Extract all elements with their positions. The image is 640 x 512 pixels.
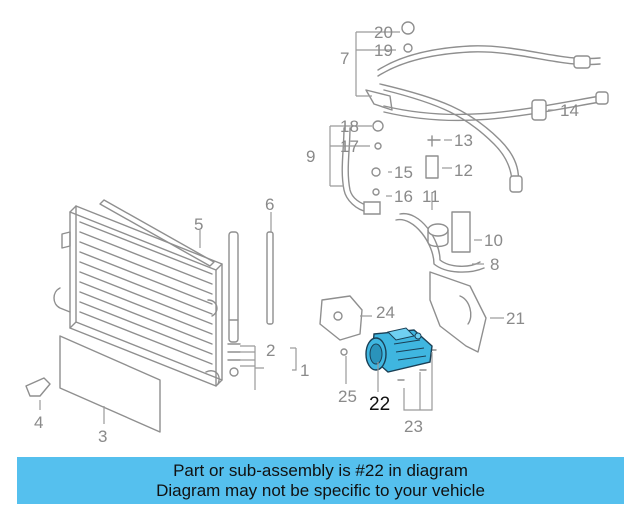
side-seal — [266, 231, 274, 325]
callout-16: 16 — [394, 187, 413, 206]
callout-1: 1 — [300, 361, 309, 380]
compressor-bracket — [319, 295, 363, 341]
callout-3: 3 — [98, 427, 107, 446]
ac-compressor — [365, 327, 433, 373]
callout-13: 13 — [454, 131, 473, 150]
callout-4: 4 — [34, 413, 43, 432]
callout-14: 14 — [560, 101, 579, 120]
banner-line-part: Part or sub-assembly is #22 in diagram — [173, 460, 468, 480]
callout-2: 2 — [266, 341, 275, 360]
callout-25: 25 — [338, 387, 357, 406]
callout-19: 19 — [374, 41, 393, 60]
callout-24: 24 — [376, 303, 395, 322]
callout-6: 6 — [265, 195, 274, 214]
callout-21: 21 — [506, 309, 525, 328]
callout-11: 11 — [422, 187, 440, 206]
callout-23: 23 — [404, 417, 423, 436]
info-banner: Part or sub-assembly is #22 in diagram D… — [17, 457, 624, 504]
bracket — [25, 377, 51, 397]
receiver-drier — [227, 231, 241, 377]
refrigerant-lines — [341, 21, 609, 273]
callout-10: 10 — [484, 231, 503, 250]
heat-shield — [429, 271, 487, 353]
leader-lines — [39, 31, 556, 424]
callout-20: 20 — [374, 23, 393, 42]
callout-15: 15 — [394, 163, 413, 182]
banner-line-disclaimer: Diagram may not be specific to your vehi… — [156, 480, 485, 500]
condenser — [53, 205, 223, 387]
callout-numbers: 1 2 3 4 5 6 7 8 9 10 11 12 13 14 15 16 1… — [34, 23, 579, 446]
callout-5: 5 — [194, 215, 203, 234]
mounting-bolts — [340, 348, 437, 381]
callout-22: 22 — [369, 394, 390, 415]
seal-strip — [99, 199, 215, 267]
callout-18: 18 — [340, 117, 359, 136]
callout-17: 17 — [340, 137, 359, 156]
callout-12: 12 — [454, 161, 473, 180]
foam-seal — [59, 335, 161, 433]
callout-8: 8 — [490, 255, 499, 274]
callout-9: 9 — [306, 147, 315, 166]
callout-7: 7 — [340, 49, 349, 68]
